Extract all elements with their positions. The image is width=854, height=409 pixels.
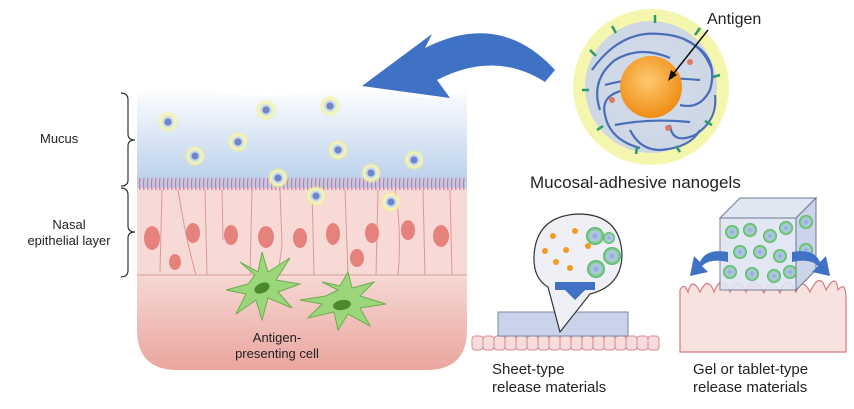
epithelium-brace: [120, 187, 136, 278]
mucus-nanogel: [306, 186, 326, 206]
nanogels-label: Mucosal-adhesive nanogels: [530, 173, 741, 192]
gel-type-label: Gel or tablet-type release materials: [693, 361, 808, 397]
gel-label-line2: release materials: [693, 379, 808, 396]
antigen-pointer: [669, 29, 709, 79]
mucus-label: Mucus: [40, 131, 79, 146]
apc-label-line2: presenting cell: [235, 346, 319, 361]
cube-icon: [718, 196, 818, 292]
nasal-villi: [679, 279, 847, 353]
apc-label: Antigen- presenting cell: [222, 330, 332, 362]
sheet-base: [471, 335, 660, 351]
nasal-label-line2: epithelial layer: [27, 233, 111, 248]
sheet-type-icon: [471, 213, 660, 351]
tissue-section: [120, 86, 467, 370]
cell-boundaries: [137, 189, 467, 276]
mucus-nanogel: [328, 140, 348, 160]
mucus-nanogel: [158, 112, 178, 132]
mucus-nanogel: [361, 163, 381, 183]
sheet-label-line1: Sheet-type: [492, 361, 565, 378]
apc-label-line1: Antigen-: [252, 330, 302, 345]
mucus-nanogels: [158, 96, 424, 212]
mucus-nanogel: [268, 168, 288, 188]
antigen-presenting-cell-icon: [225, 251, 387, 332]
submucosa: [137, 258, 467, 370]
gel-tablet-icon: [679, 196, 847, 353]
right-spread-arrow: [792, 251, 830, 276]
antigen-label: Antigen: [707, 11, 762, 28]
cell-nuclei: [144, 220, 449, 270]
left-spread-arrow: [690, 251, 728, 276]
nanogel-icon: [573, 9, 729, 165]
gel-label-line1: Gel or tablet-type: [693, 361, 809, 378]
cilia: [138, 177, 465, 191]
mucus-nanogel: [228, 132, 248, 152]
curved-arrow-icon: [362, 33, 555, 98]
mucus-nanogel: [404, 150, 424, 170]
sheet-type-label: Sheet-type release materials: [492, 361, 606, 397]
nasal-epithelial-label: Nasal epithelial layer: [14, 217, 124, 249]
antigen-pointer-head: [668, 70, 677, 81]
magnifier-bubble-icon: [533, 213, 623, 334]
nasal-label-line1: Nasal: [52, 217, 86, 232]
mucus-layer: [137, 86, 467, 188]
mucus-nanogel: [256, 100, 276, 120]
mucus-nanogel: [381, 192, 401, 212]
sheet-label-line2: release materials: [492, 379, 607, 396]
mucus-nanogel: [320, 96, 340, 116]
mucus-nanogel: [185, 146, 205, 166]
mucus-brace: [120, 92, 136, 187]
